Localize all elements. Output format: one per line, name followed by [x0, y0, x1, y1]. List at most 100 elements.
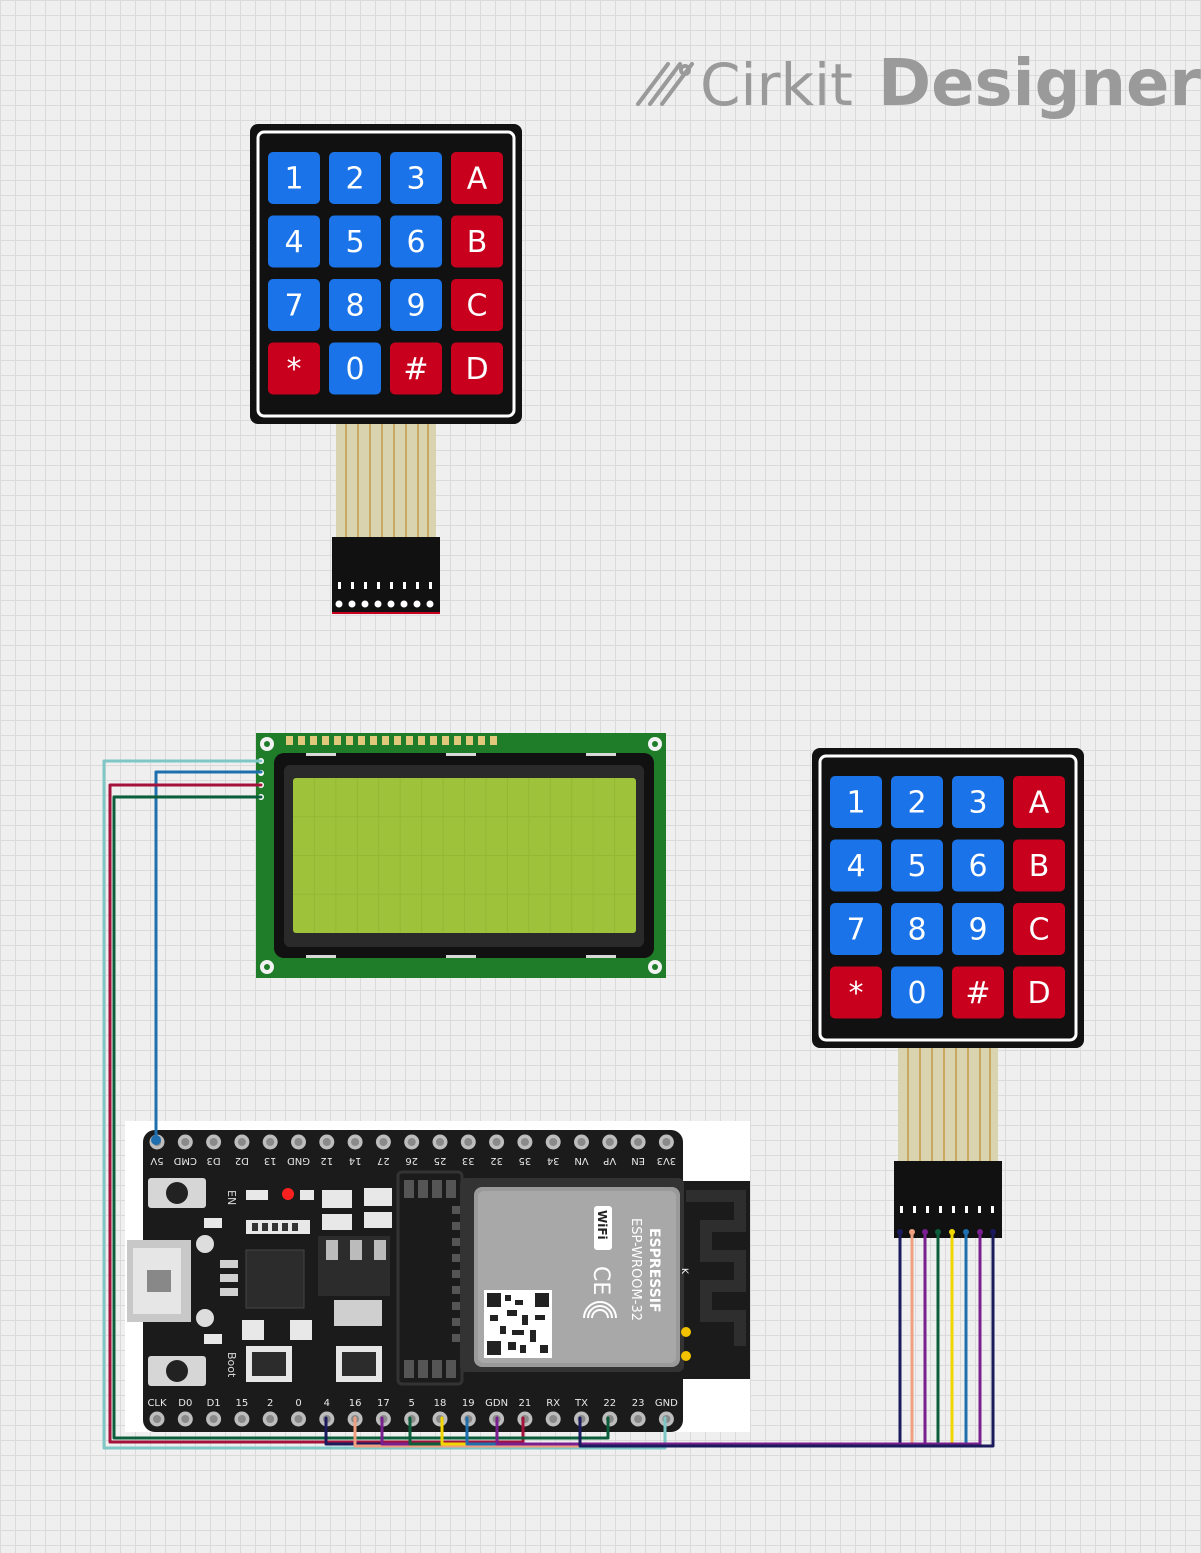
esp32-pin-14[interactable]: 14: [347, 1134, 363, 1167]
esp32-pin-33[interactable]: 33: [460, 1134, 476, 1167]
esp32-pin-13[interactable]: 13: [262, 1134, 278, 1167]
keypad-top-key-C[interactable]: C: [451, 279, 503, 331]
keypad-right-key-0[interactable]: 0: [891, 966, 943, 1019]
keypad-top-key-4[interactable]: 4: [268, 215, 320, 268]
keypad-top-key-8[interactable]: 8: [329, 279, 381, 331]
keypad-top-key-6[interactable]: 6: [390, 215, 442, 268]
esp32-pin-en[interactable]: EN: [630, 1134, 646, 1167]
keypad-right-key-label: B: [1029, 849, 1050, 884]
esp32-pin-d1[interactable]: D1: [206, 1398, 222, 1427]
keypad-top-key-star[interactable]: *: [268, 342, 320, 395]
keypad-top-key-9[interactable]: 9: [390, 279, 442, 331]
esp32-pin-label: 2: [267, 1398, 273, 1409]
esp32-pin-label: 4: [324, 1398, 330, 1409]
esp32-pin-25[interactable]: 25: [432, 1134, 448, 1167]
esp32-pin-vn[interactable]: VN: [574, 1134, 589, 1167]
keypad-right-key-label: #: [965, 976, 990, 1011]
wire-lcd-scl[interactable]: [112, 795, 610, 1440]
wires[interactable]: [102, 759, 996, 1450]
keypad-top-key-1[interactable]: 1: [268, 152, 320, 204]
keypad-right-key-3[interactable]: 3: [952, 776, 1004, 828]
esp32-pin-d2[interactable]: D2: [234, 1134, 250, 1167]
keypad-top-key-7[interactable]: 7: [268, 279, 320, 331]
keypad-right-key-8[interactable]: 8: [891, 903, 943, 955]
wire-lcd-sda[interactable]: [108, 783, 525, 1444]
keypad-right-key-hash[interactable]: #: [952, 966, 1004, 1019]
wire-keypad-pin8[interactable]: [578, 1230, 995, 1448]
esp32-pin-23[interactable]: 23: [630, 1398, 646, 1427]
keypad-top-connector[interactable]: [332, 537, 440, 614]
wire-lcd-gnd-cyan[interactable]: [102, 759, 667, 1450]
keypad-top-key-label: 7: [284, 289, 303, 324]
keypad-top-key-2[interactable]: 2: [329, 152, 381, 204]
esp32-pin-d3[interactable]: D3: [206, 1134, 222, 1167]
keypad-right-key-C[interactable]: C: [1013, 903, 1065, 955]
keypad-right-key-6[interactable]: 6: [952, 839, 1004, 892]
keypad-top-key-0[interactable]: 0: [329, 342, 381, 395]
keypad-right-key-B[interactable]: B: [1013, 839, 1065, 892]
esp32-pin-label: 12: [320, 1155, 333, 1166]
esp32-pin-26[interactable]: 26: [404, 1134, 420, 1167]
en-label: EN: [225, 1190, 238, 1205]
keypad-top-key-label: 9: [406, 289, 425, 324]
esp32-devkit[interactable]: ESPRESSIF ESP-WROOM-32 WiFi CE K: [125, 1121, 750, 1432]
esp32-pin-0[interactable]: 0: [291, 1398, 306, 1427]
boot-button[interactable]: [148, 1356, 206, 1386]
esp32-pin-gnd[interactable]: GND: [287, 1134, 310, 1167]
esp32-pin-label: 22: [603, 1398, 616, 1409]
cirkit-logo-icon: [636, 62, 694, 106]
keypad-right-key-label: 9: [968, 913, 987, 948]
esp32-pin-d0[interactable]: D0: [177, 1398, 193, 1427]
keypad-right-key-D[interactable]: D: [1013, 966, 1065, 1019]
en-button[interactable]: [148, 1178, 206, 1208]
keypad-right-key-star[interactable]: *: [830, 966, 882, 1019]
keypad-top-key-label: 1: [284, 162, 303, 197]
esp32-pin-label: 21: [519, 1398, 532, 1409]
keypad-top-key-label: B: [467, 225, 488, 260]
esp32-pin-15[interactable]: 15: [234, 1398, 250, 1427]
esp32-pin-27[interactable]: 27: [375, 1134, 391, 1167]
keypad-right-key-4[interactable]: 4: [830, 839, 882, 892]
keypad-top-key-5[interactable]: 5: [329, 215, 381, 268]
keypad-right-key-7[interactable]: 7: [830, 903, 882, 955]
micro-usb-port[interactable]: [127, 1235, 214, 1327]
keypad-top-key-D[interactable]: D: [451, 342, 503, 395]
esp32-pin-clk[interactable]: CLK: [147, 1398, 167, 1427]
keypad-right-key-A[interactable]: A: [1013, 776, 1065, 828]
esp32-pin-34[interactable]: 34: [545, 1134, 561, 1167]
esp32-pin-label: GND: [287, 1155, 310, 1166]
esp32-pin-3v3[interactable]: 3V3: [657, 1134, 677, 1167]
esp32-pin-vp[interactable]: VP: [602, 1134, 618, 1167]
esp32-pin-rx[interactable]: RX: [545, 1398, 561, 1427]
keypad-right-key-1[interactable]: 1: [830, 776, 882, 828]
usb-uart-chip: [245, 1249, 305, 1309]
esp32-pin-label: RX: [546, 1398, 560, 1409]
esp32-pin-12[interactable]: 12: [319, 1134, 335, 1167]
ce-mark: CE: [588, 1266, 613, 1295]
esp32-pin-label: 13: [264, 1155, 277, 1166]
esp32-pin-35[interactable]: 35: [517, 1134, 533, 1167]
keypad-top-key-label: C: [467, 289, 488, 324]
keypad-right-key-9[interactable]: 9: [952, 903, 1004, 955]
esp32-pin-2[interactable]: 2: [262, 1398, 278, 1427]
keypad-top-key-B[interactable]: B: [451, 215, 503, 268]
wire-lcd-vcc-5v[interactable]: [154, 770, 263, 1142]
keypad-top-key-A[interactable]: A: [451, 152, 503, 204]
keypad-top-key-3[interactable]: 3: [390, 152, 442, 204]
keypad-right-connector[interactable]: [894, 1161, 1002, 1238]
cirkit-designer-logo: Cirkit Designer: [636, 47, 1201, 121]
esp32-pin-32[interactable]: 32: [489, 1134, 505, 1167]
wire-keypad-pin7[interactable]: [495, 1230, 982, 1446]
esp32-pin-label: 17: [377, 1398, 390, 1409]
keypad-right-key-5[interactable]: 5: [891, 839, 943, 892]
keypad-right-key-2[interactable]: 2: [891, 776, 943, 828]
esp32-pin-cmd[interactable]: CMD: [173, 1134, 197, 1167]
lcd-display[interactable]: [256, 733, 666, 978]
keypad-top-key-hash[interactable]: #: [390, 342, 442, 395]
